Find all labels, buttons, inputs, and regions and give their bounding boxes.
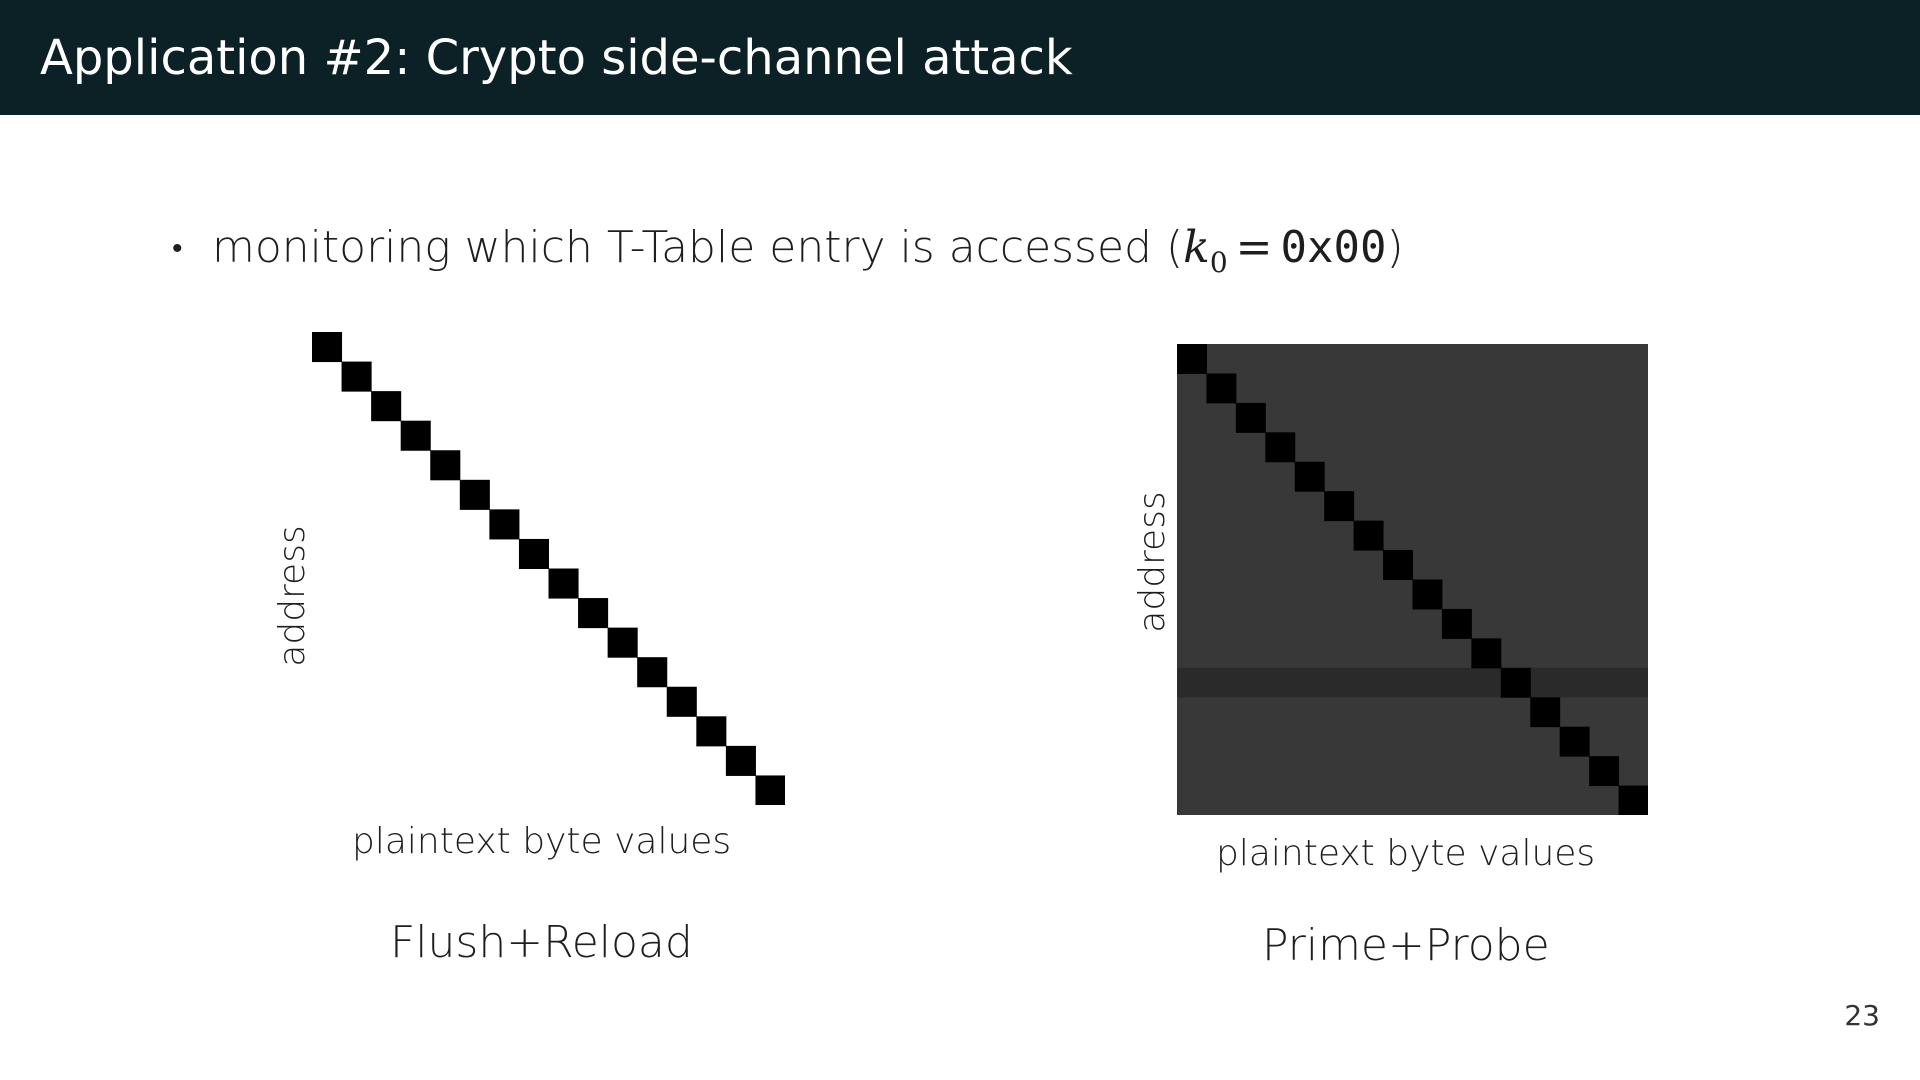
math-subscript: 0 [1209, 246, 1228, 279]
heatmap-cell [578, 598, 609, 629]
heatmap-cell [1206, 373, 1237, 404]
heatmap-cell [518, 538, 549, 569]
heatmap-cell [459, 479, 490, 510]
heatmap-cell [312, 332, 343, 363]
page-number: 23 [1844, 999, 1880, 1032]
heatmap-cell [1294, 461, 1325, 492]
bullet-close-paren: ) [1386, 222, 1404, 273]
heatmap-cell [1353, 520, 1384, 551]
heatmap-cell [1412, 579, 1443, 610]
heatmap-cell [1500, 667, 1531, 698]
heatmap-cell [1177, 344, 1207, 374]
heatmap-cell [1471, 638, 1502, 669]
flush-reload-xlabel: plaintext byte values [352, 821, 732, 862]
heatmap-cell [1589, 756, 1620, 787]
heatmap-highlight-row [1177, 667, 1648, 698]
heatmap-cell [637, 657, 668, 688]
math-value: 0x00 [1280, 222, 1387, 273]
flush-reload-heatmap-svg [312, 332, 785, 805]
heatmap-cell [725, 745, 756, 776]
heatmap-cell [489, 509, 520, 540]
heatmap-cell [755, 775, 785, 805]
heatmap-cell [1618, 785, 1648, 815]
flush-reload-caption: Flush+Reload [390, 917, 693, 968]
prime-probe-xlabel: plaintext byte values [1216, 833, 1596, 874]
math-variable: k [1183, 222, 1210, 273]
heatmap-cell [371, 391, 402, 422]
bullet-text: monitoring which T-Table entry is access… [212, 222, 1184, 273]
math-equals: = [1235, 222, 1273, 273]
heatmap-cell [548, 568, 579, 599]
heatmap-cell [1383, 550, 1413, 580]
heatmap-cell [1324, 491, 1355, 522]
heatmap-cell [666, 686, 697, 717]
flush-reload-heatmap [312, 332, 785, 805]
heatmap-cell [400, 420, 431, 451]
slide-title: Application #2: Crypto side-channel atta… [40, 30, 1073, 86]
heatmap-cell [430, 450, 461, 481]
heatmap-cell [1235, 402, 1266, 433]
title-bar: Application #2: Crypto side-channel atta… [0, 0, 1920, 115]
heatmap-cell [696, 716, 727, 747]
prime-probe-heatmap-svg [1177, 344, 1648, 815]
heatmap-cell [1530, 697, 1561, 728]
heatmap-cell [607, 627, 638, 658]
flush-reload-ylabel: address [272, 525, 313, 667]
bullet-dot-icon: • [172, 231, 183, 266]
prime-probe-heatmap [1177, 344, 1648, 815]
heatmap-cell [1441, 608, 1472, 639]
prime-probe-ylabel: address [1132, 491, 1173, 633]
heatmap-cell [341, 361, 372, 392]
prime-probe-caption: Prime+Probe [1262, 920, 1550, 971]
heatmap-cell [1265, 432, 1296, 463]
heatmap-cell [1559, 726, 1590, 757]
bullet-point: • monitoring which T-Table entry is acces… [172, 220, 1404, 291]
